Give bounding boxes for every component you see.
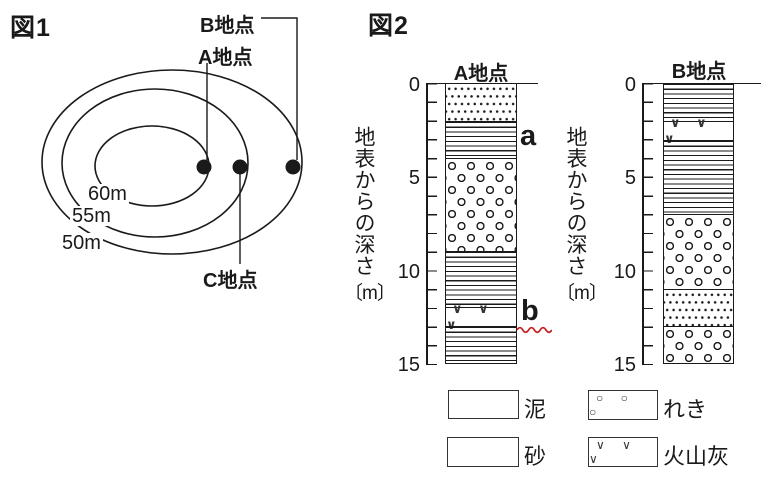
legend-label-mud: 泥 [524,397,547,422]
depth-axis-label-a: 地表からの深さ [352,126,376,277]
contour-label-50m: 50m [60,232,103,254]
layer-a-mud-2-4 [446,121,516,159]
layer-b-gravel-13-15 [664,325,733,363]
tick-a-0: 0 [408,74,420,96]
point-label-c: C地点 [203,270,258,292]
legend-label-sand: 砂 [524,444,547,469]
layer-b-mud-3-7 [664,139,733,215]
legend-swatch-gravel: ○ ○ ○ [588,390,658,420]
legend-label-ash: 火山灰 [663,444,730,469]
marker-a: a [520,120,537,152]
legend-label-gravel: れき [663,397,708,422]
legend-swatch-ash: ∨ ∨ ∨ [588,437,658,467]
layer-a-mud-9-12 [446,251,516,308]
strata-column-a: ∨ ∨ ∨ [445,83,517,364]
leader-line-point-b [261,17,298,160]
layer-a-gravel-4-9 [446,158,516,252]
column-a-title: A地点 [453,63,509,85]
layer-b-gravel-7-11 [664,214,733,289]
tick-a-5: 5 [408,167,420,189]
depth-axis-b [642,83,644,365]
depth-axis-label-b: 地表からの深さ [564,126,588,277]
marker-b-red-wavy-underline [516,326,552,334]
layer-b-sand-11-13 [664,288,733,326]
layer-a-ash-12-13: ∨ ∨ ∨ [446,301,516,332]
tick-b-10: 10 [613,261,636,283]
depth-axis-ticks-a [427,83,437,365]
tick-b-5: 5 [624,167,636,189]
figure2-title: 図2 [368,12,409,40]
point-dot-a [196,159,212,175]
tick-b-15: 15 [613,354,636,376]
layer-a-sand-0-2 [446,84,516,122]
point-dot-c [232,159,248,175]
layer-b-mud-0-2 [664,84,733,122]
strata-column-b: ∨ ∨ ∨ [663,83,734,364]
figure1-title: 図1 [10,14,51,42]
contour-ellipse-50m [41,69,303,255]
marker-b: b [521,295,539,327]
contour-map [41,17,303,264]
contour-ellipse-55m [61,88,249,238]
layer-b-ash-2-3: ∨ ∨ ∨ [664,115,733,146]
contour-label-55m: 55m [70,205,113,227]
point-dot-b [285,159,301,175]
tick-b-0: 0 [624,74,636,96]
depth-axis-unit-a: 〔m〕 [344,283,396,304]
contour-label-60m: 60m [86,183,129,205]
tick-a-10: 10 [397,261,420,283]
tick-a-15: 15 [397,354,420,376]
legend-swatch-sand [447,437,519,467]
column-b-title: B地点 [671,61,727,83]
layer-a-mud-13-15 [446,325,516,363]
point-label-a: A地点 [198,47,253,69]
legend-swatch-mud [448,390,519,419]
depth-axis-ticks-b [643,83,653,365]
point-label-b: B地点 [200,15,255,37]
depth-axis-a [426,83,428,365]
depth-axis-unit-b: 〔m〕 [556,283,608,304]
